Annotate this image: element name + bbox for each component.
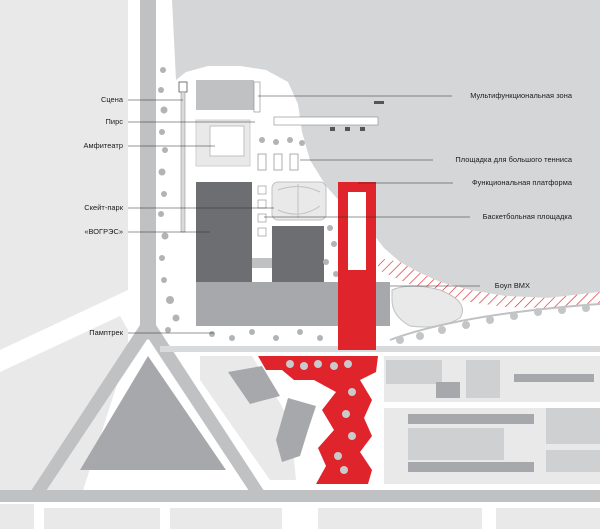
label-tennis-court: Площадка для большого тенниса [455,155,572,164]
stage-column [180,91,186,233]
road-left-diagonal [25,325,148,500]
red-plaza-trees [286,360,356,474]
left-block-top [0,0,128,350]
hatched-shore-zone [378,258,600,308]
pier-platform [273,116,379,126]
amphitheatre-stage [209,125,245,157]
label-vogres: «ВОГРЭС» [84,227,123,236]
stage-structure [178,81,188,93]
functional-platform-void [348,192,366,270]
label-skatepark: Скейт-парк [84,203,123,212]
bottom-blocks [0,504,600,529]
city-blocks [200,356,600,484]
basketball-courts [257,185,267,237]
multifunctional-block [196,80,254,110]
park-trees-mid [323,225,339,277]
road-right-diagonal [148,325,270,500]
label-amphitheatre: Амфитеатр [83,141,123,150]
median-trees [158,67,180,333]
label-scene: Сцена [101,95,124,104]
label-bmx-bowl: Боул BMX [495,281,530,290]
multifunctional-marker [253,81,261,113]
left-block-bottom [0,316,128,500]
leader-lines [128,95,480,334]
functional-platform-base [338,280,376,350]
label-functional-platform: Функциональная платформа [472,178,573,187]
bmx-bowl [391,285,463,328]
river-water [172,0,600,298]
road-park-edge [160,346,600,352]
skatepark-curves [277,184,321,218]
red-plaza [258,356,378,484]
vogres-link [252,258,272,268]
embankment-trees [396,304,590,344]
vogres-annex [272,226,324,284]
vogres-building [196,182,252,284]
label-multifunctional-zone: Мультифункциональная зона [470,91,573,100]
tennis-trees [259,137,305,146]
label-basketball-court: Баскетбольная площадка [483,212,573,221]
label-pumptrack: Памптрек [89,328,123,337]
pier-boats [330,101,384,131]
embankment-path [389,303,600,341]
label-pier: Пирс [106,117,124,126]
tennis-courts [257,153,299,171]
bottom-road [0,490,600,502]
road-island-triangle [80,356,226,470]
vertical-highway [140,0,156,340]
pumptrack-trees [209,329,323,341]
